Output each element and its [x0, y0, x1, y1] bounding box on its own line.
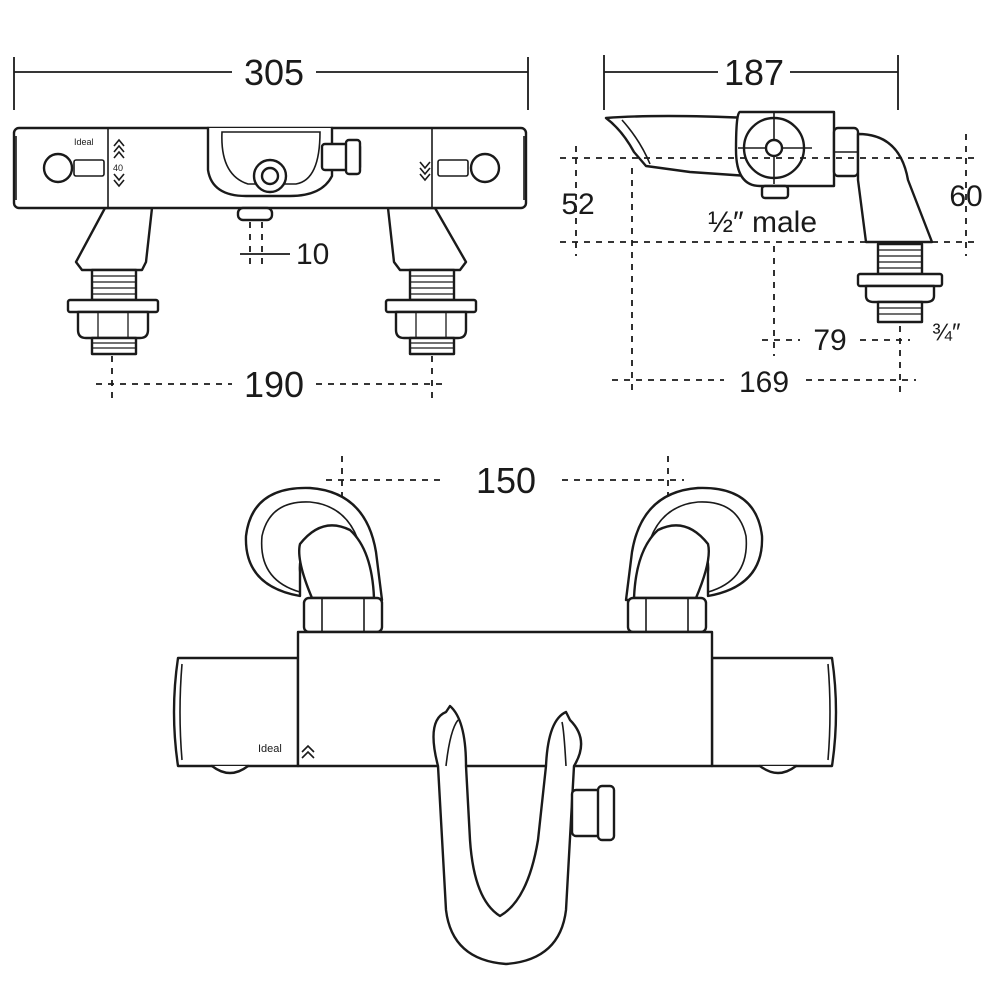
side-view: 187 52 60 ½″ male — [560, 52, 983, 399]
temp-arrows-up — [113, 138, 431, 188]
dim-79: 79 — [813, 324, 846, 357]
dim-187: 187 — [724, 52, 784, 93]
dim-10: 10 — [296, 238, 329, 271]
temp-mark-40: 40 — [113, 163, 123, 173]
top-view: 305 — [12, 52, 529, 405]
dim-190: 190 — [244, 364, 304, 405]
dim-60: 60 — [949, 180, 982, 213]
front-view: 150 Ideal — [172, 456, 838, 966]
dim-305: 305 — [244, 52, 304, 93]
inlet-thread-label: ¾″ — [932, 319, 961, 346]
brand-logo: Ideal — [258, 743, 282, 755]
dim-169: 169 — [739, 366, 789, 399]
outlet-thread-label: ½″ male — [708, 206, 817, 239]
dim-52: 52 — [561, 188, 594, 221]
dim-150: 150 — [476, 460, 536, 501]
brand-logo-small: Ideal — [74, 137, 94, 147]
